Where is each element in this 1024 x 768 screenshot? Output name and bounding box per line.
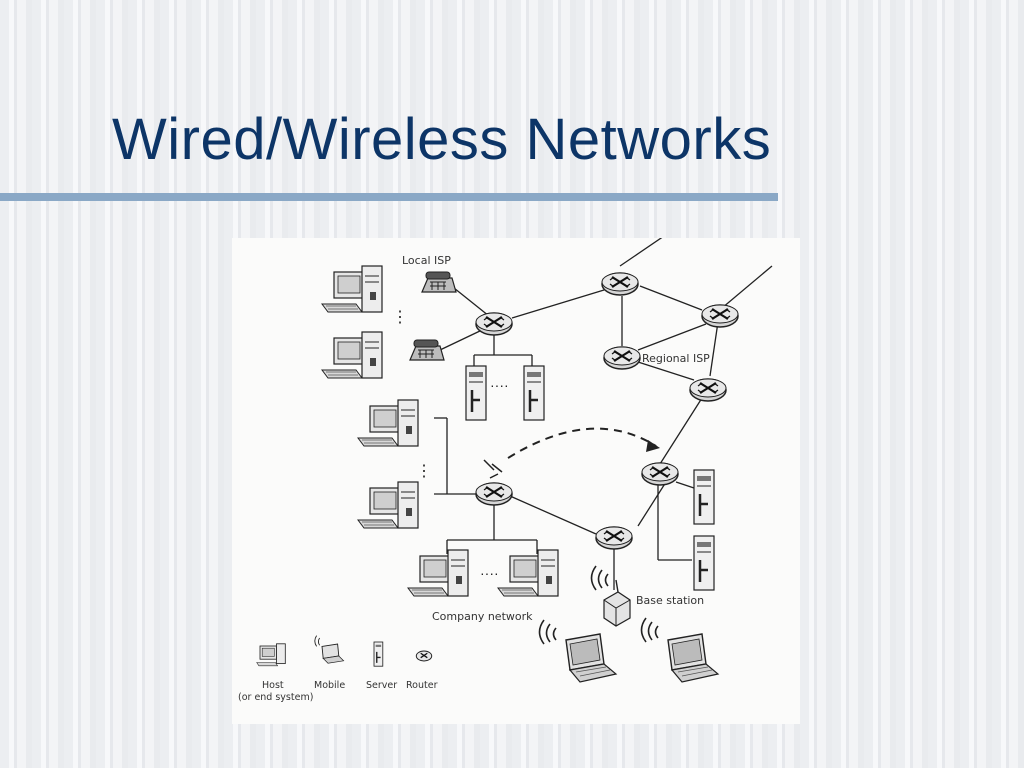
server-icon [373, 641, 384, 667]
base-station-icon [603, 579, 631, 627]
legend-router-label: Router [406, 680, 438, 691]
host-icon [321, 265, 383, 313]
legend: Host (or end system) Mobile Server Route… [238, 635, 438, 703]
legend-server-label: Server [366, 680, 397, 691]
legend-host-label: Host [262, 680, 284, 691]
antenna-icon [483, 459, 503, 479]
slide-title: Wired/Wireless Networks [112, 107, 772, 172]
router-icon [688, 377, 728, 403]
phone-icon [421, 271, 457, 293]
legend-mobile-label: Mobile [314, 680, 345, 691]
legend-host-sublabel: (or end system) [238, 692, 313, 703]
title-underline [0, 193, 778, 201]
server-icon [692, 534, 716, 592]
server-icon [522, 364, 546, 422]
svg-text:····: ···· [490, 377, 509, 393]
host-icon [497, 549, 559, 597]
host-icon [256, 643, 286, 667]
base-station-label: Base station [636, 594, 704, 607]
phone-icon [409, 339, 445, 361]
router-icon [474, 311, 514, 337]
wireless-link [507, 427, 657, 459]
router-icon [640, 461, 680, 487]
router-icon [602, 345, 642, 371]
laptop-icon [667, 633, 719, 683]
svg-text:····: ···· [480, 565, 499, 581]
svg-text:⋮: ⋮ [392, 309, 408, 326]
laptop-icon [565, 633, 617, 683]
local-isp-label: Local ISP [402, 254, 451, 267]
server-icon [464, 364, 488, 422]
host-icon [357, 399, 419, 447]
host-icon [321, 331, 383, 379]
mobile-icon [314, 635, 345, 664]
router-icon [474, 481, 514, 507]
network-diagram: ⋮ ···· ⋮ ···· Local ISP Regional ISP Com… [232, 238, 800, 724]
svg-text:⋮: ⋮ [416, 463, 432, 480]
router-icon [700, 303, 740, 329]
host-icon [407, 549, 469, 597]
regional-isp-label: Regional ISP [642, 352, 710, 365]
router-icon [594, 525, 634, 551]
company-network-label: Company network [432, 610, 533, 623]
router-icon [600, 271, 640, 297]
server-icon [692, 468, 716, 526]
router-icon [415, 650, 433, 662]
host-icon [357, 481, 419, 529]
network-links [434, 238, 773, 590]
